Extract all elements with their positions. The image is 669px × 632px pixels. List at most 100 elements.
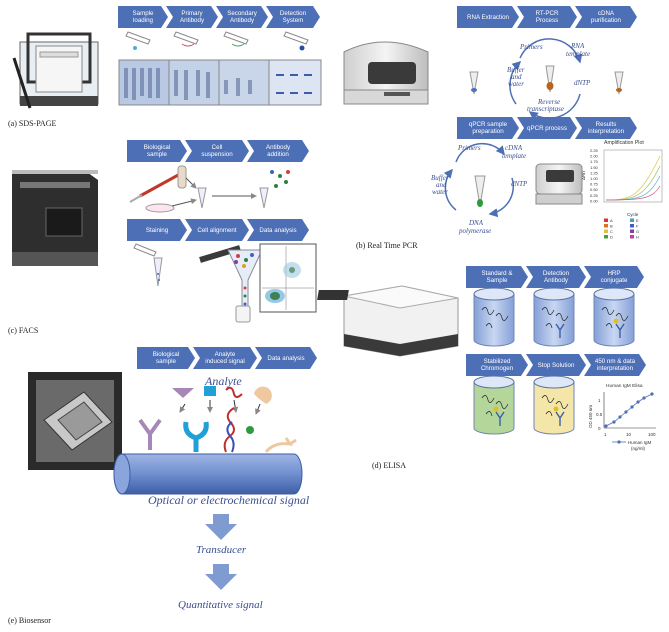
dntp2-label: dNTP — [511, 180, 528, 188]
elisa-well-top — [533, 287, 575, 301]
polymerase-label: polymerase — [458, 227, 491, 235]
amp-xlabel: Cycle — [627, 212, 639, 217]
elisa-antigen — [541, 395, 569, 417]
facs-step-4: Staining — [127, 219, 187, 241]
signal-label: Optical or electrochemical signal — [148, 493, 310, 507]
elisa-ytick-2: 0.5 — [596, 412, 603, 417]
elisa-xtick-2: 10 — [626, 432, 632, 437]
amp-legend-label: H — [636, 235, 639, 240]
facs-scatter-plot — [259, 243, 317, 313]
water-label: water — [508, 80, 524, 88]
cdna-template-label: template — [502, 152, 526, 160]
elisa-antigen — [541, 307, 569, 329]
caption-biosensor: (e) Biosensor — [8, 616, 51, 625]
primers2-label: Primers — [457, 144, 481, 152]
buffer2-label: Buffer — [431, 174, 449, 182]
amplification-plot: Amplification Plot 2.252.001.751.501.251… — [581, 140, 663, 240]
amp-legend-label: G — [636, 229, 639, 234]
pcr-step-5: qPCR process — [517, 117, 577, 139]
elisa-step-4: Stabilized Chromogen — [466, 354, 528, 376]
pcr-cycle-1: Primers RNA template Buffer and water dN… — [469, 38, 624, 121]
elisa-well — [533, 294, 575, 347]
amp-legend-label: D — [610, 235, 613, 240]
pcr-step-3: cDNA purification — [575, 6, 637, 28]
amp-legend-swatch — [630, 235, 634, 239]
amp-legend-swatch — [630, 229, 634, 233]
pcr-cycle-2: Primers cDNA template Buffer and water d… — [431, 142, 528, 235]
elisa-xtick-1: 1 — [604, 432, 607, 437]
facs-funnel — [199, 245, 263, 323]
pcr-step-2: RT-PCR Process — [517, 6, 577, 28]
amp-y-ticks: 2.252.001.751.501.251.000.750.500.250.00 — [590, 148, 599, 203]
elisa-reader — [317, 285, 459, 357]
elisa-antigen — [481, 395, 509, 417]
elisa-well-top — [593, 287, 635, 301]
amp-legend-label: A — [610, 218, 613, 223]
amp-ytick: 1.75 — [590, 159, 599, 164]
elisa-step-6: 450 nm & data interpretation — [584, 354, 646, 376]
elisa-well-top — [533, 375, 575, 389]
caption-sds-page: (a) SDS-PAGE — [8, 119, 57, 128]
elisa-ylabel: OD 450 nm — [588, 405, 593, 428]
transcriptase-label: transcriptase — [527, 105, 564, 113]
transducer-label: Transducer — [196, 544, 247, 556]
elisa-antibody — [555, 323, 565, 338]
elisa-step-3: HRP conjugate — [584, 266, 644, 288]
amp-legend-swatch — [630, 218, 634, 222]
facs-step-3: Antibody addition — [247, 140, 309, 162]
analyte-label: Analyte — [205, 374, 242, 388]
elisa-well-top — [473, 375, 515, 389]
rna-label: RNA — [570, 42, 585, 50]
facs-machine — [12, 170, 98, 266]
elisa-hrp — [553, 406, 559, 412]
facs-sample-prep — [129, 165, 290, 213]
amp-ylabel: ΔRn — [581, 171, 586, 180]
elisa-ytick-1: 1 — [598, 398, 601, 403]
bio-step-1: Biological sample — [137, 347, 195, 369]
amp-legend-label: C — [610, 229, 613, 234]
primers-label: Primers — [519, 43, 543, 51]
amp-ytick: 2.25 — [590, 148, 599, 153]
amp-legend-swatch — [604, 229, 608, 233]
amp-ytick: 0.25 — [590, 193, 599, 198]
water2-label: water — [432, 188, 448, 196]
amp-legend-swatch — [604, 235, 608, 239]
dna-label: DNA — [468, 219, 484, 227]
dntp-label: dNTP — [574, 79, 591, 87]
elisa-xtick-3: 100 — [648, 432, 656, 437]
elisa-well-top — [473, 287, 515, 301]
amp-legend-swatch — [604, 224, 608, 228]
elisa-plot: Human IgM Elisa OD 450 nm 1 0.5 0 1 10 1… — [588, 383, 656, 451]
amp-legend-swatch — [630, 224, 634, 228]
amp-title: Amplification Plot — [604, 140, 644, 146]
elisa-wells — [473, 287, 635, 435]
rna-template-label: template — [566, 50, 590, 58]
cdna-label: cDNA — [505, 144, 523, 152]
facs-step-1: Biological sample — [127, 140, 187, 162]
reverse-label: Reverse — [537, 98, 560, 106]
elisa-step-2: Detection Antibody — [526, 266, 586, 288]
sds-page-apparatus — [12, 32, 99, 109]
amp-legend-label: E — [636, 218, 639, 223]
sds-step-3: Secondary Antibody — [216, 6, 268, 28]
elisa-legend-2: (ng/ml) — [631, 446, 646, 451]
elisa-well — [473, 294, 515, 347]
sds-step-2: Primary Antibody — [166, 6, 218, 28]
amp-ytick: 0.75 — [590, 182, 599, 187]
elisa-antigen — [481, 307, 509, 329]
pcr-step-6: Results interpretation — [575, 117, 637, 139]
elisa-antibody — [615, 323, 625, 338]
elisa-ytick-3: 0 — [598, 426, 601, 431]
biosensor-chip-photo — [28, 372, 122, 470]
elisa-hrp — [493, 406, 499, 412]
amp-legend-label: F — [636, 224, 639, 229]
amp-ytick: 1.00 — [590, 176, 599, 181]
elisa-antibody — [495, 411, 505, 426]
elisa-plot-title: Human IgM Elisa — [606, 383, 643, 389]
facs-step-5: Cell alignment — [185, 219, 249, 241]
elisa-antigen — [601, 307, 629, 329]
sds-pipettes — [125, 31, 309, 51]
pcr-step-4: qPCR sample preparation — [457, 117, 519, 139]
